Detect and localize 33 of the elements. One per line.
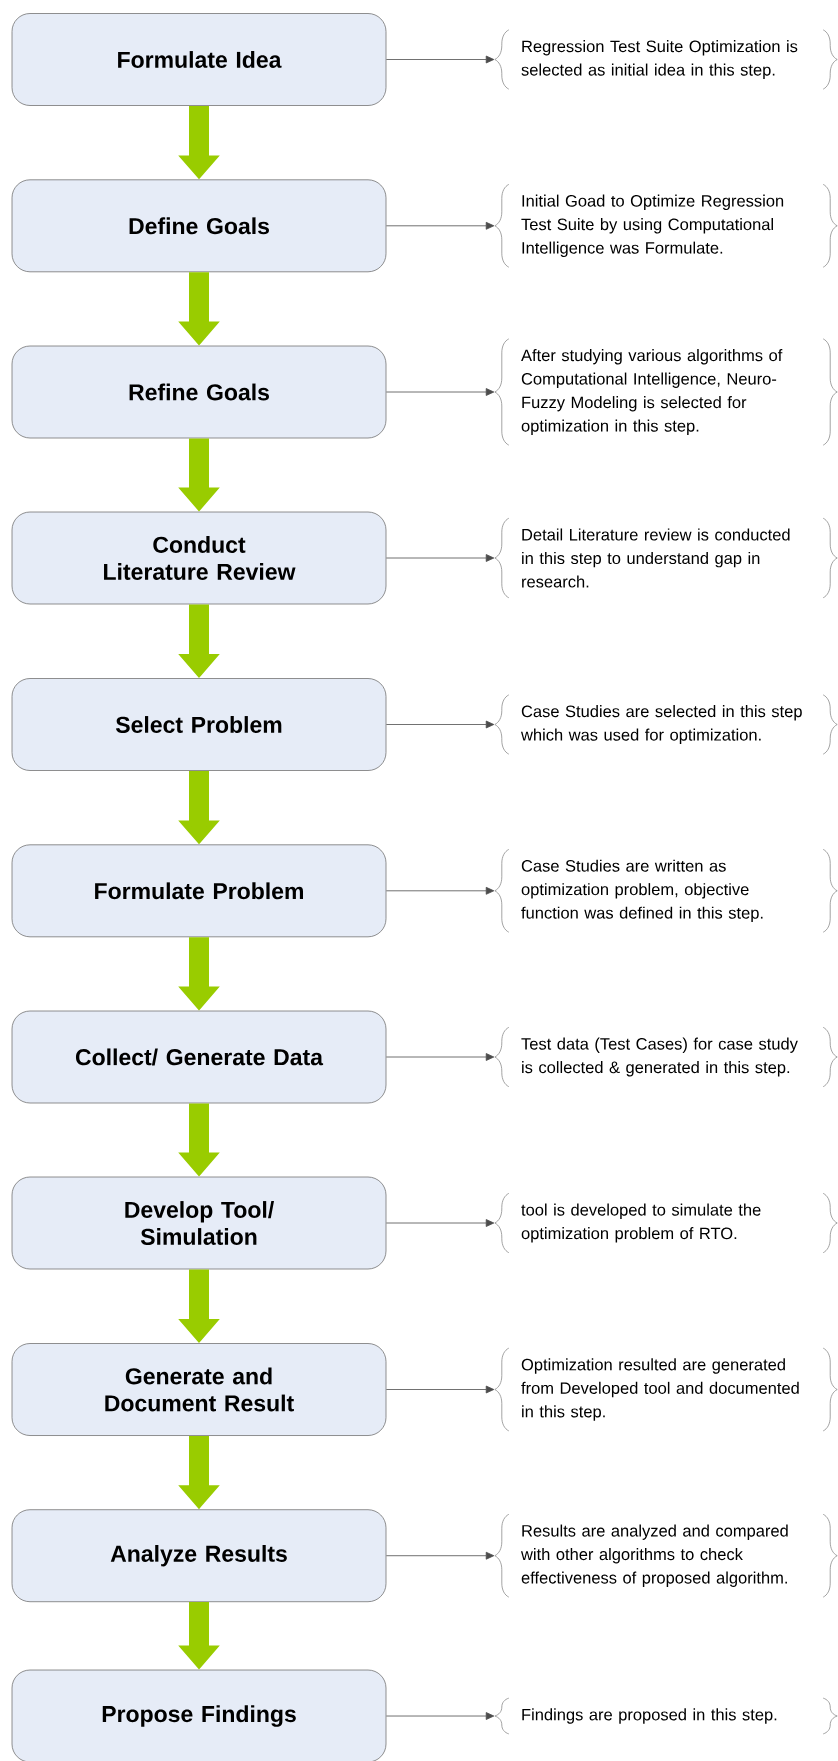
step-box: Analyze Results [11, 1509, 387, 1603]
step-box: Develop Tool/ Simulation [11, 1176, 387, 1270]
step-box: Formulate Problem [11, 844, 387, 938]
description-text: Regression Test Suite Optimization is selected as initial idea in this step. [494, 29, 838, 90]
step-box: Define Goals [11, 179, 387, 273]
description-text: Initial Goad to Optimize Regression Test Suite by using Computational Intelligence was Formulate. [494, 184, 838, 268]
arrow [386, 1053, 495, 1061]
description-text: Findings are proposed in this step. [494, 1697, 838, 1735]
description-text: Case Studies are written as optimization problem, objective function was defined in this step. [494, 849, 838, 933]
arrow [386, 221, 495, 230]
step-box: Refine Goals [11, 345, 387, 439]
arrow [386, 886, 495, 895]
arrow [386, 1219, 495, 1227]
step-box: Propose Findings [11, 1669, 387, 1761]
arrow [386, 1712, 495, 1720]
description-text: Results are analyzed and compared with other algorithms to check effectiveness of proposed algorithm. [494, 1513, 838, 1598]
step-box: Conduct Literature Review [11, 511, 387, 605]
step-box: Collect/ Generate Data [11, 1010, 387, 1104]
arrow [386, 55, 495, 64]
description-text: Test data (Test Cases) for case study is collected & generated in this step. [494, 1026, 838, 1088]
description-text: Detail Literature review is conducted in this step to understand gap in research. [494, 517, 838, 599]
description-text: tool is developed to simulate the optimization problem of RTO. [494, 1192, 838, 1254]
description-text: Optimization resulted are generated from Developed tool and documented in this step. [494, 1347, 838, 1432]
arrow [386, 388, 495, 396]
description-text: After studying various algorithms of Computational Intelligence, Neuro-Fuzzy Modeling is selected for optimization in this step. [494, 338, 838, 446]
step-box: Formulate Idea [11, 13, 387, 106]
arrow [386, 1385, 495, 1394]
arrow [386, 720, 495, 729]
description-text: Case Studies are selected in this step which was used for optimization. [494, 694, 838, 755]
step-box: Generate and Document Result [11, 1343, 387, 1436]
step-box: Select Problem [11, 678, 387, 771]
arrow [386, 1551, 495, 1560]
arrow [386, 554, 495, 562]
